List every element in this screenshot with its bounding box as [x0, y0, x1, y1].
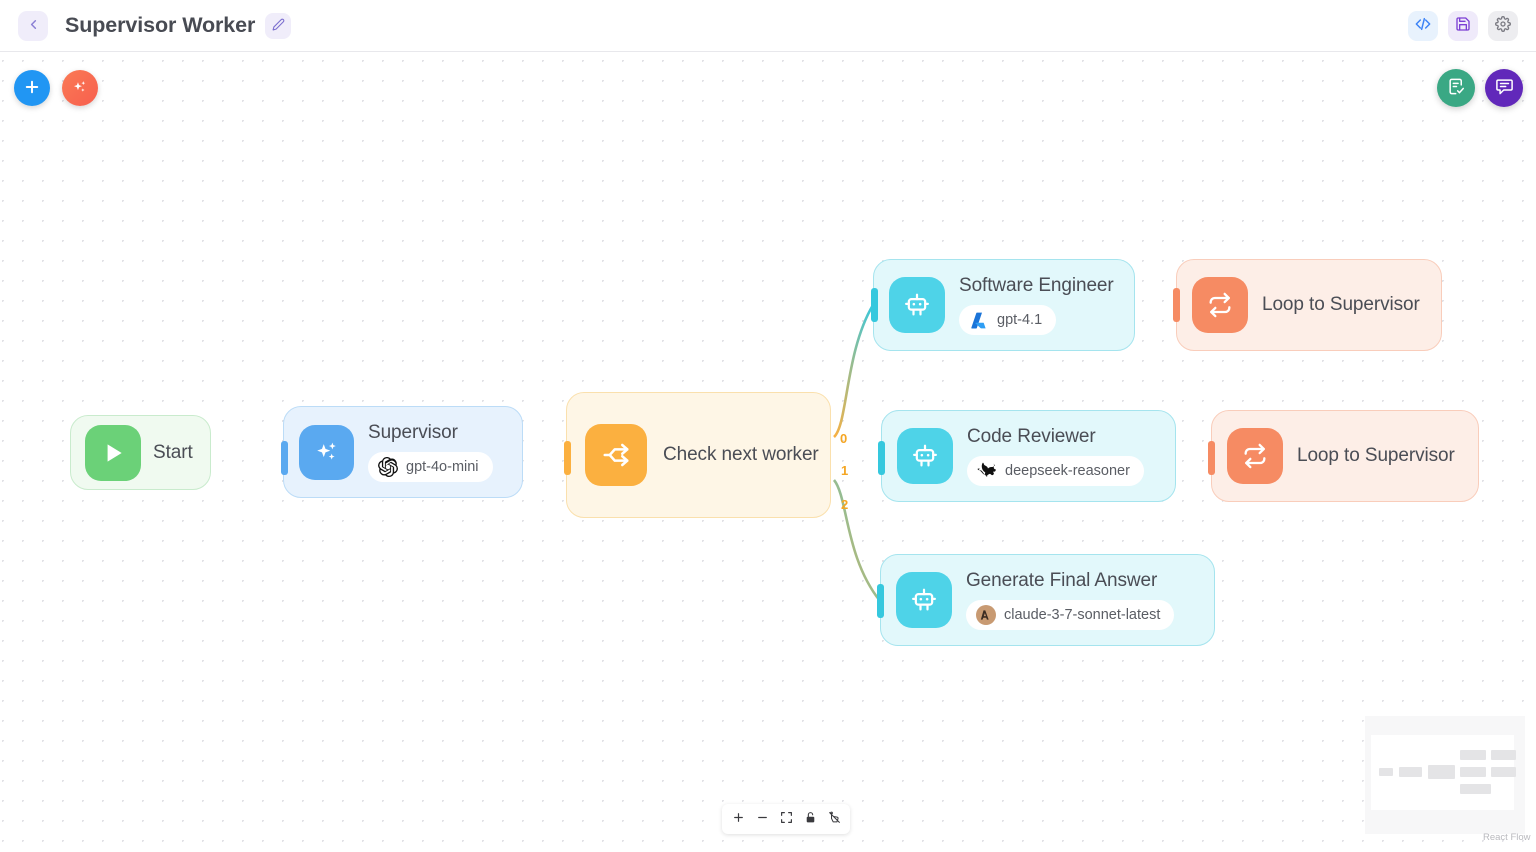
robot-icon — [897, 428, 953, 484]
chevron-left-icon — [26, 17, 41, 35]
toggle-interactivity-icon — [828, 811, 841, 827]
node-start-title: Start — [153, 441, 193, 463]
robot-icon — [889, 277, 945, 333]
lock-icon — [804, 811, 817, 827]
react-flow-attribution[interactable]: React Flow — [1483, 832, 1531, 843]
minimap[interactable] — [1365, 716, 1525, 834]
node-loop-1-title: Loop to Supervisor — [1262, 294, 1420, 315]
model-pill-code-reviewer[interactable]: deepseek-reasoner — [967, 456, 1144, 486]
code-brackets-icon — [1415, 16, 1431, 35]
openai-logo — [378, 457, 398, 477]
sparkles-icon — [71, 78, 89, 99]
handle-code-reviewer-target[interactable] — [878, 441, 885, 475]
handle-software-engineer-target[interactable] — [871, 288, 878, 322]
node-generate-final-answer[interactable]: Generate Final Answer claude-3-7-sonnet-… — [880, 554, 1215, 646]
ai-generate-button[interactable] — [62, 70, 98, 106]
node-loop-to-supervisor-2[interactable]: Loop to Supervisor — [1211, 410, 1479, 502]
model-name-supervisor: gpt-4o-mini — [406, 459, 479, 475]
edge-label-0: 0 — [840, 431, 848, 446]
model-pill-software-engineer[interactable]: gpt-4.1 — [959, 305, 1057, 335]
node-loop-2-title: Loop to Supervisor — [1297, 445, 1455, 466]
pencil-icon — [272, 18, 285, 34]
zoom-out-button[interactable] — [752, 808, 772, 830]
fit-view-icon — [780, 811, 793, 827]
loop-icon — [1192, 277, 1248, 333]
review-checklist-button[interactable] — [1437, 69, 1475, 107]
page-title: Supervisor Worker — [65, 13, 256, 37]
branch-icon — [585, 424, 647, 486]
canvas-controls — [722, 804, 850, 834]
sparkles-icon — [299, 424, 354, 480]
minimap-node — [1428, 765, 1455, 779]
model-name-software-engineer: gpt-4.1 — [997, 312, 1043, 328]
node-code-reviewer-title: Code Reviewer — [967, 426, 1096, 447]
play-icon — [85, 424, 141, 481]
handle-supervisor-target[interactable] — [281, 441, 288, 475]
gear-icon — [1495, 16, 1511, 35]
node-check-next-worker[interactable]: Check next worker — [566, 392, 831, 518]
node-generate-final-answer-body: Generate Final Answer claude-3-7-sonnet-… — [966, 570, 1175, 630]
add-node-button[interactable] — [14, 70, 50, 106]
edit-title-button[interactable] — [265, 12, 292, 39]
node-supervisor-body: Supervisor gpt-4o-mini — [368, 422, 493, 482]
edge-label-2: 2 — [841, 497, 849, 512]
chat-bubble-icon — [1495, 77, 1514, 99]
document-check-icon — [1447, 77, 1466, 99]
node-supervisor[interactable]: Supervisor gpt-4o-mini — [283, 406, 523, 498]
app-header: Supervisor Worker — [0, 0, 1536, 52]
node-start[interactable]: Start — [70, 415, 211, 490]
minus-icon — [756, 811, 769, 827]
node-loop-to-supervisor-1[interactable]: Loop to Supervisor — [1176, 259, 1442, 351]
header-actions — [1408, 10, 1518, 41]
plus-icon — [732, 811, 745, 827]
node-supervisor-title: Supervisor — [368, 422, 458, 443]
model-name-generate-final-answer: claude-3-7-sonnet-latest — [1004, 607, 1161, 623]
interactivity-toggle-button[interactable] — [824, 808, 844, 830]
minimap-node — [1460, 750, 1486, 760]
deepseek-logo — [977, 461, 997, 481]
code-view-button[interactable] — [1408, 10, 1438, 41]
loop-icon — [1227, 428, 1283, 484]
handle-loop2-target[interactable] — [1208, 441, 1215, 475]
minimap-node — [1491, 750, 1516, 760]
minimap-viewport[interactable] — [1371, 735, 1516, 810]
node-software-engineer-body: Software Engineer gpt-4.1 — [959, 275, 1114, 335]
floppy-disk-icon — [1455, 16, 1471, 35]
handle-generate-final-answer-target[interactable] — [877, 584, 884, 618]
anthropic-logo — [976, 605, 996, 625]
lock-button[interactable] — [800, 808, 820, 830]
edge-label-1: 1 — [841, 463, 849, 478]
minimap-node — [1399, 767, 1422, 777]
handle-loop1-target[interactable] — [1173, 288, 1180, 322]
minimap-node — [1379, 768, 1393, 776]
handle-check-target[interactable] — [564, 441, 571, 475]
plus-icon — [23, 78, 41, 99]
minimap-node — [1460, 767, 1486, 777]
node-software-engineer-title: Software Engineer — [959, 275, 1114, 296]
back-button[interactable] — [18, 10, 48, 41]
fit-view-button[interactable] — [776, 808, 796, 830]
zoom-in-button[interactable] — [728, 808, 748, 830]
node-software-engineer[interactable]: Software Engineer gpt-4.1 — [873, 259, 1135, 351]
save-button[interactable] — [1448, 10, 1478, 41]
flow-canvas[interactable]: 0 1 2 Start Supervisor gpt-4o-mini — [0, 52, 1536, 852]
minimap-node — [1491, 767, 1516, 777]
node-check-title: Check next worker — [663, 444, 819, 465]
model-pill-supervisor[interactable]: gpt-4o-mini — [368, 452, 493, 482]
node-code-reviewer[interactable]: Code Reviewer deepseek-reasoner — [881, 410, 1176, 502]
minimap-node — [1460, 784, 1491, 794]
settings-button[interactable] — [1488, 10, 1518, 41]
model-pill-generate-final-answer[interactable]: claude-3-7-sonnet-latest — [966, 600, 1175, 630]
robot-icon — [896, 572, 952, 628]
azure-logo — [969, 310, 989, 330]
chat-button[interactable] — [1485, 69, 1523, 107]
node-generate-final-answer-title: Generate Final Answer — [966, 570, 1158, 591]
node-code-reviewer-body: Code Reviewer deepseek-reasoner — [967, 426, 1144, 486]
model-name-code-reviewer: deepseek-reasoner — [1005, 463, 1130, 479]
